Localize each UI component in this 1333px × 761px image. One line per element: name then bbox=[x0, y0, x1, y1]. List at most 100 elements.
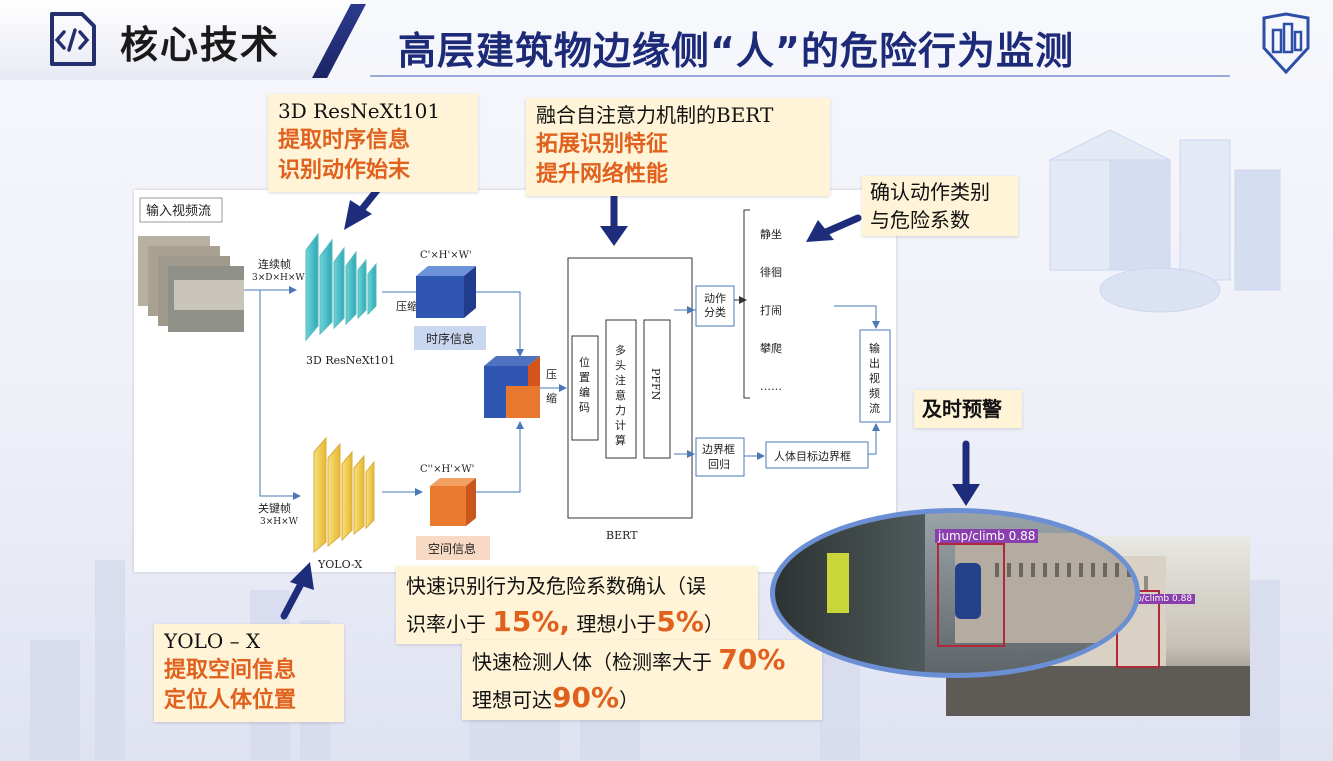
action-classify-box bbox=[695, 285, 735, 327]
output-char-4: 流 bbox=[869, 401, 880, 415]
position-encoding-char-3: 码 bbox=[579, 401, 590, 414]
output-char-0: 输 bbox=[869, 341, 880, 355]
detection-tag-2: jump/climb 0.88 bbox=[1116, 586, 1196, 605]
fast-detect-text-c: ） bbox=[619, 688, 640, 712]
temporal-label-box bbox=[414, 326, 486, 350]
key-frames-label: 关键帧 bbox=[258, 501, 291, 515]
spatial-label-box bbox=[416, 536, 490, 560]
fast-detect-value-2: 90% bbox=[552, 681, 620, 714]
callout-resnext: 3D ResNeXt101 提取时序信息 识别动作始末 bbox=[268, 94, 478, 192]
output-char-2: 视 bbox=[869, 371, 880, 385]
fast-detect-value-1: 70% bbox=[718, 643, 786, 676]
action-classify-line1: 动作 bbox=[704, 292, 726, 305]
callout-confirm-line1: 确认动作类别 bbox=[870, 180, 990, 204]
fast-recog-text-c: 理想小于 bbox=[576, 612, 657, 636]
multihead-char-6: 算 bbox=[615, 433, 626, 447]
callout-confirm-line2: 与危险系数 bbox=[870, 208, 970, 232]
multihead-attention-box bbox=[605, 319, 637, 459]
callout-yolo-line2: 提取空间信息 bbox=[164, 658, 297, 683]
multihead-char-1: 头 bbox=[615, 359, 626, 372]
fused-feature-cube bbox=[484, 356, 540, 418]
multihead-char-3: 意 bbox=[615, 388, 626, 402]
title-divider bbox=[370, 75, 1230, 77]
spatial-dims: C''×H'×W' bbox=[420, 464, 474, 475]
multihead-char-4: 力 bbox=[615, 404, 626, 417]
fast-detect-text-b: 理想可达 bbox=[472, 688, 552, 712]
spatial-feature-cube bbox=[430, 478, 476, 526]
temporal-label: 时序信息 bbox=[426, 331, 474, 346]
continuous-frames-label: 连续帧 bbox=[258, 257, 291, 271]
fast-recog-value-2: 5% bbox=[656, 605, 704, 638]
input-label: 输入视频流 bbox=[146, 203, 211, 219]
server-illustration bbox=[1048, 129, 1281, 313]
shield-building-icon bbox=[1262, 12, 1310, 75]
multihead-char-0: 多 bbox=[615, 343, 626, 357]
action-item-3: 攀爬 bbox=[760, 342, 782, 355]
detection-tag-1: jump/climb 0.88 bbox=[935, 525, 1039, 544]
temporal-feature-cube bbox=[416, 266, 476, 318]
callout-yolo-line3: 定位人体位置 bbox=[164, 688, 297, 713]
continuous-frames-dims: 3×D×H×W bbox=[252, 273, 305, 283]
pffn-box bbox=[643, 319, 671, 459]
compress-label-2a: 压 bbox=[546, 368, 557, 381]
person-bbox-box bbox=[765, 441, 869, 469]
video-frames-thumbnail bbox=[138, 236, 244, 332]
compress-label-1: 压缩 bbox=[396, 300, 418, 313]
callout-yolo: YOLO – X 提取空间信息 定位人体位置 bbox=[154, 624, 344, 722]
spatial-label: 空间信息 bbox=[428, 541, 476, 556]
key-frames-dims: 3×H×W bbox=[260, 517, 299, 527]
architecture-diagram: 输入视频流 连续帧 3×D×H×W 3D ResNeXt101 压缩 bbox=[134, 190, 896, 572]
position-encoding-box bbox=[571, 335, 599, 441]
multihead-char-2: 注 bbox=[615, 373, 626, 387]
detection-photo-ellipse: jump/climb 0.88 bbox=[770, 508, 1140, 678]
yolo-label: YOLO-X bbox=[317, 558, 362, 571]
compress-label-2b: 缩 bbox=[546, 392, 557, 405]
bbox-regress-line1: 边界框 bbox=[702, 443, 735, 456]
fast-recog-value-1: 15%, bbox=[492, 605, 571, 638]
output-char-3: 频 bbox=[869, 386, 880, 400]
fast-recog-text-d: ） bbox=[703, 612, 724, 636]
callout-bert-line2: 拓展识别特征 bbox=[536, 132, 669, 157]
action-classify-line2: 分类 bbox=[704, 305, 726, 319]
bert-label: BERT bbox=[606, 529, 638, 542]
resnext-label: 3D ResNeXt101 bbox=[306, 354, 395, 367]
action-item-0: 静坐 bbox=[760, 227, 782, 241]
bbox-regress-box bbox=[695, 437, 745, 477]
bbox-regress-line2: 回归 bbox=[708, 457, 730, 471]
callout-warn-line1: 及时预警 bbox=[922, 397, 1002, 421]
callout-bert: 融合自注意力机制的BERT 拓展识别特征 提升网络性能 bbox=[526, 98, 830, 196]
input-label-box bbox=[139, 197, 223, 223]
action-item-4: …… bbox=[760, 380, 782, 393]
temporal-dims: C'×H'×W' bbox=[420, 250, 472, 261]
position-encoding-char-1: 置 bbox=[579, 371, 590, 384]
yolo-network-block bbox=[313, 436, 375, 554]
resnext-network-block bbox=[305, 232, 377, 342]
person-bbox-1 bbox=[937, 543, 1005, 647]
action-item-2: 打闹 bbox=[760, 303, 782, 317]
callout-resnext-line1: 3D ResNeXt101 bbox=[278, 99, 441, 123]
output-video-box bbox=[859, 329, 891, 423]
position-encoding-char-2: 编 bbox=[579, 385, 590, 399]
person-bbox-label: 人体目标边界框 bbox=[774, 449, 851, 463]
section-label: 核心技术 bbox=[120, 23, 281, 67]
pffn-label: PFFN bbox=[649, 368, 662, 401]
fast-detect-text-a: 快速检测人体（检测率大于 bbox=[472, 650, 712, 674]
output-char-1: 出 bbox=[869, 356, 880, 370]
callout-confirm: 确认动作类别 与危险系数 bbox=[862, 176, 1018, 236]
callout-bert-line3: 提升网络性能 bbox=[536, 162, 669, 187]
action-item-1: 徘徊 bbox=[760, 266, 782, 279]
callout-warn: 及时预警 bbox=[914, 390, 1022, 428]
callout-yolo-line1: YOLO – X bbox=[164, 629, 261, 653]
page-title: 高层建筑物边缘侧“人”的危险行为监测 bbox=[398, 29, 1074, 73]
fast-recog-line1: 快速识别行为及危险系数确认（误 bbox=[406, 574, 706, 598]
callout-fast-recognition: 快速识别行为及危险系数确认（误 识率小于 15%, 理想小于5%） bbox=[396, 566, 758, 644]
callout-bert-line1: 融合自注意力机制的BERT bbox=[536, 103, 774, 127]
callout-resnext-line2: 提取时序信息 bbox=[278, 128, 411, 153]
multihead-char-5: 计 bbox=[615, 419, 626, 432]
callout-fast-detection: 快速检测人体（检测率大于 70% 理想可达90%） bbox=[462, 640, 822, 720]
